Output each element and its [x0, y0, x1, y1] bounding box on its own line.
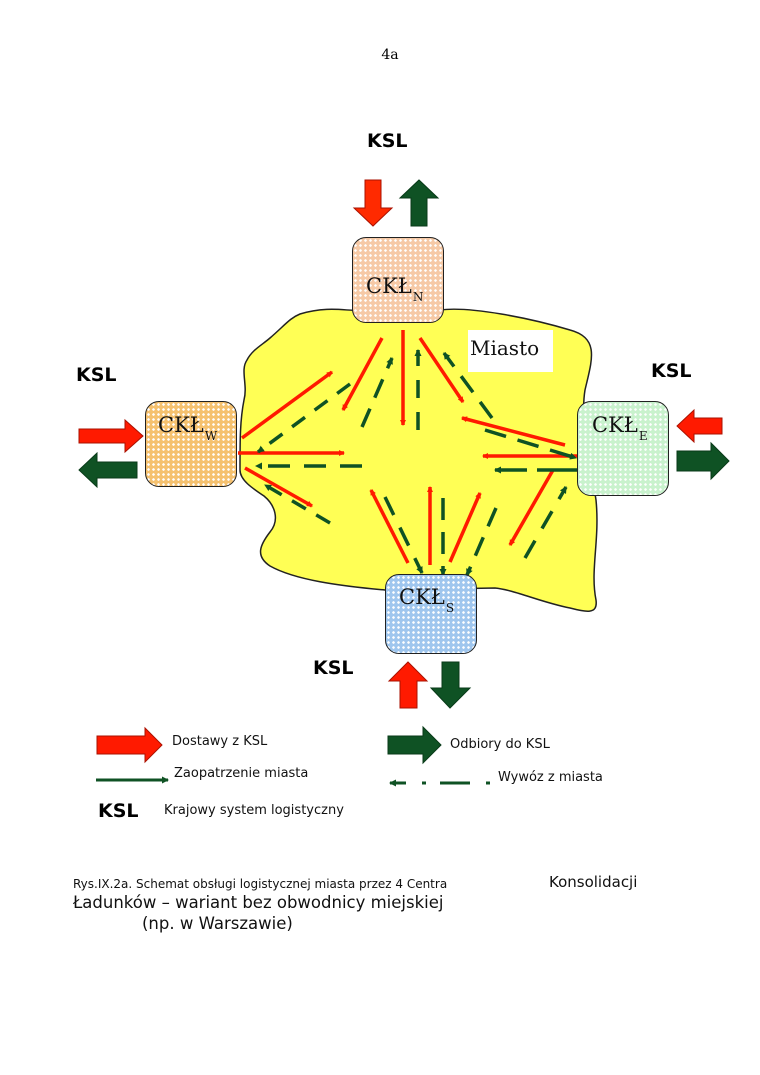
ksl-pickup-arrow-east — [676, 441, 730, 481]
ksl-delivery-arrow-north — [352, 179, 394, 227]
green-dashed-arrow — [465, 507, 498, 576]
caption-line3: (np. w Warszawie) — [142, 914, 293, 933]
ksl-pickup-arrow-west — [78, 451, 138, 489]
legend-removal-label: Wywóz z miasta — [498, 770, 603, 785]
legend-delivery-icon — [96, 726, 163, 764]
legend-delivery-label: Dostawy z KSL — [172, 734, 268, 749]
caption-line1: Rys.IX.2a. Schemat obsługi logistycznej … — [73, 877, 448, 891]
red-arrow — [448, 492, 482, 563]
caption-line2: Ładunków – wariant bez obwodnicy miejski… — [73, 893, 444, 912]
legend-pickup-label: Odbiory do KSL — [450, 737, 550, 752]
green-dashed-arrow — [264, 483, 331, 525]
legend-supply-label: Zaopatrzenie miasta — [174, 766, 309, 781]
ckl-north-label: CKŁN — [366, 274, 424, 304]
red-arrow — [418, 337, 465, 403]
ckl-node-north: CKŁN — [352, 237, 444, 323]
ksl-delivery-arrow-east — [676, 408, 723, 444]
legend-ksl-abbr: KSL — [98, 800, 139, 822]
red-arrow — [341, 337, 384, 411]
ksl-label-west: KSL — [76, 364, 117, 386]
ksl-delivery-arrow-south — [387, 661, 429, 709]
legend-ksl-full: Krajowy system logistyczny — [164, 803, 344, 818]
legend-pickup-icon — [387, 725, 442, 765]
green-dashed-arrow — [383, 496, 424, 574]
caption-line1-right: Konsolidacji — [549, 873, 638, 891]
ksl-label-east: KSL — [651, 360, 692, 382]
green-dashed-arrow — [360, 357, 394, 428]
ckl-node-west: CKŁW — [145, 401, 237, 487]
green-dashed-arrow — [256, 382, 352, 454]
ckl-south-label: CKŁS — [399, 585, 455, 615]
ksl-label-north: KSL — [367, 130, 408, 152]
city-label: Miasto — [468, 330, 553, 372]
red-arrow — [461, 416, 566, 447]
red-arrow — [240, 370, 334, 440]
ksl-pickup-arrow-south — [429, 661, 472, 709]
red-arrow — [244, 466, 313, 508]
page-number: 4a — [381, 47, 399, 63]
red-arrow — [369, 489, 410, 564]
green-dashed-arrow — [523, 486, 568, 559]
ckl-node-east: CKŁE — [577, 401, 669, 496]
ksl-pickup-arrow-north — [398, 179, 440, 227]
ksl-delivery-arrow-west — [78, 418, 144, 454]
green-dashed-arrow — [442, 351, 494, 420]
green-dashed-arrow — [484, 428, 577, 460]
ckl-west-label: CKŁW — [158, 413, 218, 443]
red-arrow — [508, 469, 555, 546]
ckl-node-south: CKŁS — [385, 574, 477, 654]
ksl-label-south: KSL — [313, 657, 354, 679]
ckl-east-label: CKŁE — [592, 413, 648, 443]
